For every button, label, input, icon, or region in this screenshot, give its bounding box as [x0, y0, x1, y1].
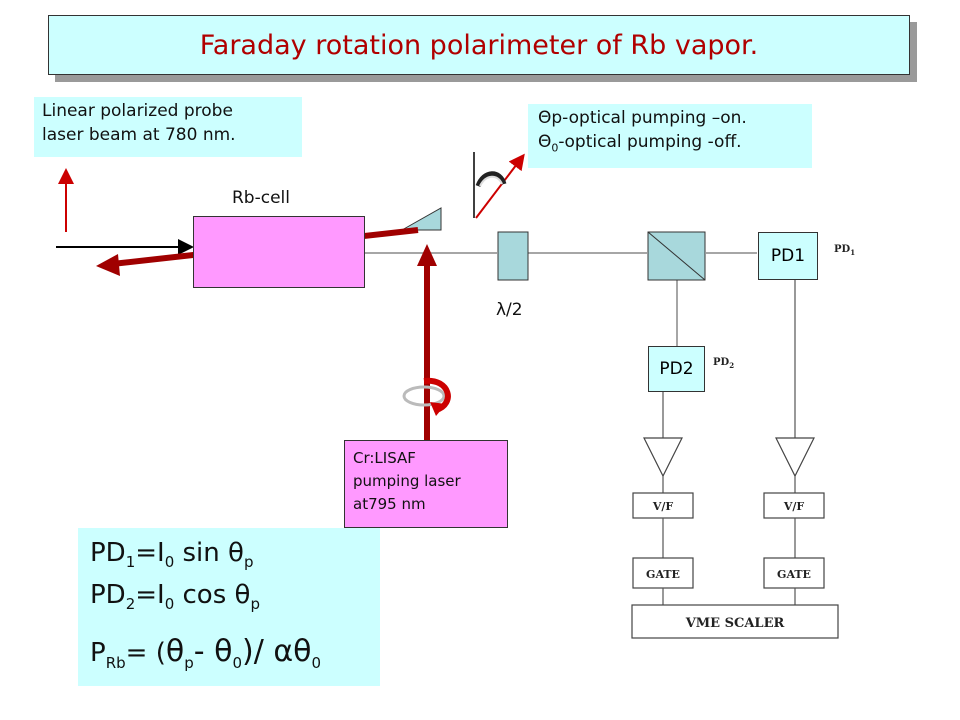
half-wave-label: λ/2	[496, 300, 523, 320]
gate-1-box	[763, 557, 825, 589]
pump-beam-arrowhead	[417, 244, 437, 266]
gate-2-box	[632, 557, 694, 589]
vf-1-box	[763, 492, 825, 519]
gate-2-label: GATE	[646, 568, 680, 581]
formula-box: PD1=I0 sin θp PD2=I0 cos θp PRb= (θp- θ0…	[78, 528, 380, 686]
reflected-probe-arrowhead	[96, 254, 120, 276]
electronics-schematic: V/F GATE V/F GATE VME SCALER PD1 PD2	[631, 244, 855, 639]
rb-cell-label: Rb-cell	[232, 188, 290, 208]
probe-label-line2: laser beam at 780 nm.	[42, 125, 236, 145]
amplifier-1-icon	[775, 437, 815, 478]
mirror	[400, 207, 442, 231]
amplifier-2-icon	[643, 437, 683, 478]
schematic-pd1-label: PD1	[834, 244, 855, 257]
theta-0-subscript: 0	[551, 141, 559, 155]
beam-splitter-diagonal	[647, 231, 706, 281]
probe-beam-label: Linear polarized probe laser beam at 780…	[34, 97, 302, 157]
vf-2-box	[632, 492, 694, 519]
pd2-detector: PD2	[648, 346, 705, 392]
pump-label-line1: Cr:LISAF	[353, 449, 416, 467]
rb-cell	[193, 216, 365, 288]
pump-label-line3: at795 nm	[353, 495, 426, 513]
theta-0-line: Θ0-optical pumping -off.	[538, 130, 804, 160]
rotation-icon-highlight	[479, 175, 503, 187]
vme-scaler-label: VME SCALER	[685, 616, 785, 631]
formula-polarization: PRb= (θp- θ0)/ αθ0	[90, 634, 322, 672]
schematic-pd2-label: PD2	[713, 357, 734, 370]
theta-0-text: -optical pumping -off.	[558, 132, 742, 152]
vme-scaler-box	[631, 604, 839, 639]
page-title: Faraday rotation polarimeter of Rb vapor…	[48, 15, 910, 75]
theta-p-line: Θp-optical pumping –on.	[538, 108, 747, 128]
formula-pd1: PD1=I0 sin θp	[90, 538, 254, 572]
pd1-detector: PD1	[758, 232, 818, 280]
vf-2-label: V/F	[652, 500, 674, 513]
gate-1-label: GATE	[777, 568, 811, 581]
half-wave-plate	[497, 231, 529, 281]
formula-pd2: PD2=I0 cos θp	[90, 580, 260, 614]
pump-label-line2: pumping laser	[353, 472, 461, 490]
theta-label: Θp-optical pumping –on. Θ0-optical pumpi…	[528, 104, 812, 168]
rotation-icon	[475, 171, 507, 188]
rotated-polarization-arrow	[475, 153, 525, 219]
pumping-laser-box: Cr:LISAF pumping laser at795 nm	[344, 440, 508, 528]
vf-1-label: V/F	[783, 500, 805, 513]
circular-polarization-arrowhead	[430, 402, 446, 416]
probe-label-line1: Linear polarized probe	[42, 101, 233, 121]
circular-polarization-ghost	[402, 385, 446, 407]
theta-0-symbol: Θ	[538, 132, 552, 152]
